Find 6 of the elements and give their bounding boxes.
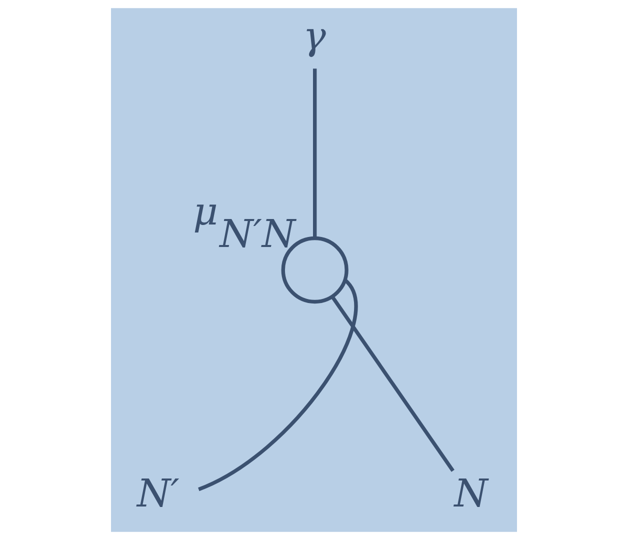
connector <box>198 278 358 492</box>
node-text: N′ <box>137 472 180 517</box>
connector <box>330 296 454 472</box>
connector <box>313 68 317 238</box>
node-text: γ <box>303 14 326 60</box>
node-text: N <box>454 472 488 517</box>
